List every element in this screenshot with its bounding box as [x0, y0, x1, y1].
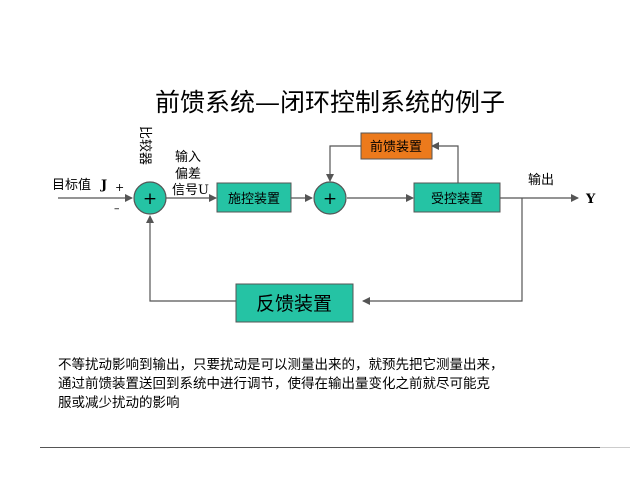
summing-junction: +: [313, 181, 347, 215]
block-controlled: 受控装置: [413, 182, 501, 213]
block-feedback: 反馈装置: [235, 283, 354, 323]
line-feedforward-path: [431, 142, 459, 186]
block-controlled-label: 受控装置: [431, 192, 483, 207]
input-label-line2: 偏差: [175, 167, 201, 182]
block-feedforward-label: 前馈装置: [370, 139, 422, 155]
description-line-2: 通过前馈装置送回到系统中进行调节，使得在输出量变化之前就尽可能克: [58, 376, 490, 392]
block-feedforward: 前馈装置: [360, 132, 433, 160]
line-feedback-return: [146, 215, 236, 302]
bottom-divider: [40, 447, 600, 448]
block-control: 施控装置: [216, 182, 292, 213]
signal-lines: [58, 142, 579, 305]
line-feedforward-return: [326, 145, 361, 182]
plus-sign: +: [115, 181, 124, 194]
minus-sign: –: [114, 202, 120, 215]
description-line-3: 服或减少扰动的影响: [58, 395, 180, 411]
block-control-label: 施控装置: [228, 192, 280, 207]
target-symbol: J: [100, 178, 107, 193]
description-line-1: 不等扰动影响到输出，只要扰动是可以测量出来的，就预先把它测量出来，: [58, 357, 504, 373]
slide-title: 前馈系统—闭环控制系统的例子: [155, 88, 505, 117]
comparator: +: [133, 181, 167, 215]
target-label: 目标值: [52, 177, 91, 193]
input-label-line1: 输入: [175, 149, 201, 165]
sum-plus-glyph: +: [323, 189, 337, 209]
comparator-label: 比较器: [137, 126, 152, 165]
output-label: 输出: [528, 172, 554, 188]
line-feedback-path: [362, 198, 523, 305]
output-symbol: Y: [585, 192, 596, 207]
comparator-plus-glyph: +: [143, 189, 157, 209]
input-label-line3: 信号U: [172, 183, 209, 198]
bottom-divider-fade: [600, 447, 630, 448]
block-feedback-label: 反馈装置: [256, 293, 332, 315]
description: 不等扰动影响到输出，只要扰动是可以测量出来的，就预先把它测量出来， 通过前馈装置…: [58, 356, 618, 413]
